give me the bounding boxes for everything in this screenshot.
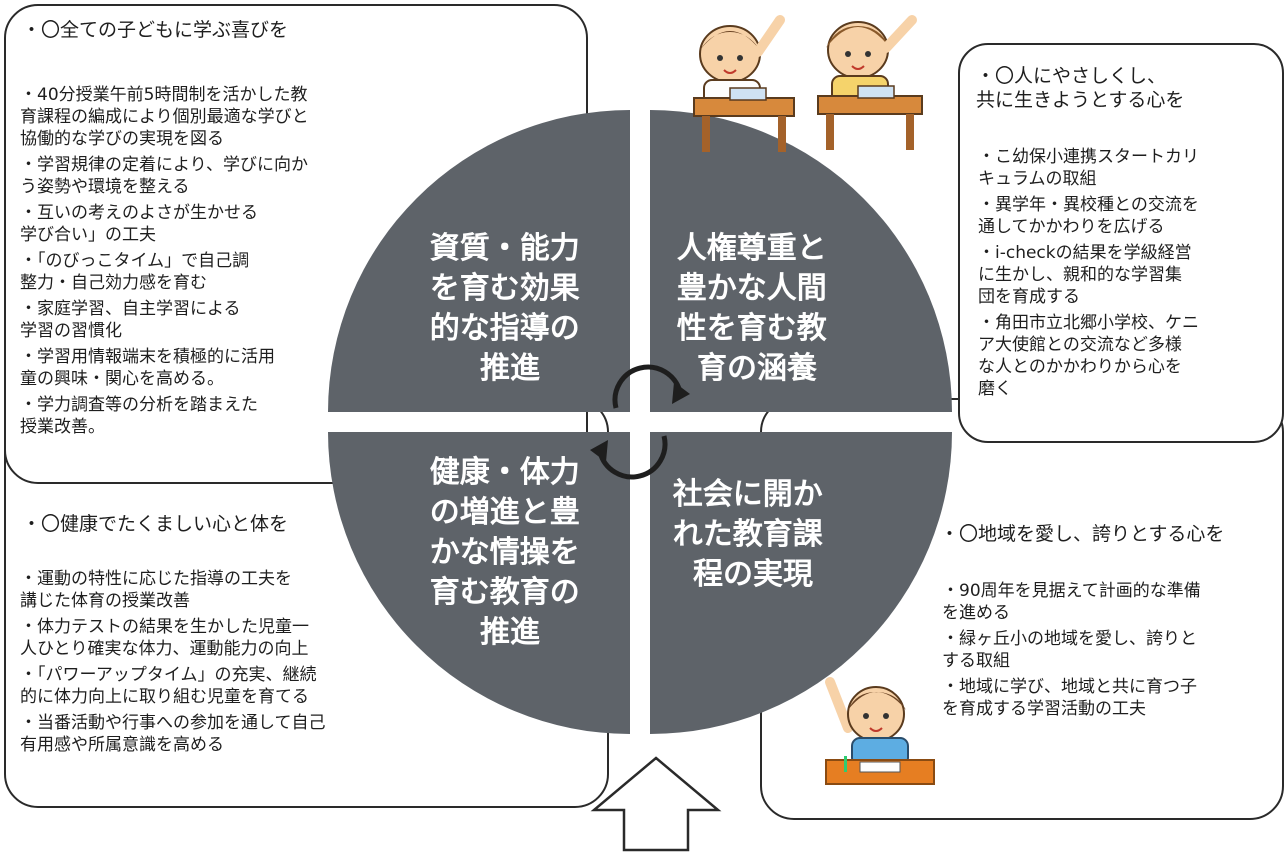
list-item: ・「のびっこタイム」で自己調 整力・自己効力感を育む [20, 251, 250, 293]
arrowhead-icon [672, 382, 690, 404]
quadrant-bottom-left-text: 健康・体力 の増進と豊 かな情操を 育む教育の 推進 [430, 455, 590, 650]
arrowhead-icon [590, 440, 608, 462]
top-left-list: ・40分授業午前5時間制を活かした教 育課程の編成により個別最適な学びと 協働的… [20, 84, 410, 442]
list-item: ・運動の特性に応じた指導の工夫を 講じた体育の授業改善 [20, 569, 292, 611]
list-item: ・体力テストの結果を生かした児童一 人ひとり確実な体力、運動能力の向上 [20, 617, 309, 659]
cycle-arrows-icon [597, 364, 683, 480]
children-raising-hands-at-desks-icon [693, 15, 923, 152]
list-item: ・角田市立北郷小学校、ケニ ア大使館との交流など多様 な人とのかかわりから心を … [978, 313, 1199, 399]
list-item: ・i-checkの結果を学級経営 に生かし、親和的な学習集 団を育成する [978, 243, 1192, 307]
top-right-panel [958, 43, 1284, 443]
child-raising-hand-studying-icon [825, 677, 935, 785]
list-item: ・学習規律の定着により、学びに向か う姿勢や環境を整える [20, 155, 308, 197]
up-arrow-icon [590, 756, 722, 852]
list-item: ・異学年・異校種との交流を 通してかかわりを広げる [978, 195, 1199, 237]
list-item: ・当番活動や行事への参加を通して自己 有用感や所属意識を高める [20, 713, 326, 755]
list-item: ・緑ヶ丘小の地域を愛し、誇りと する取組 [942, 629, 1197, 671]
quadrant-top-right [650, 110, 952, 412]
list-item: ・学習用情報端末を積極的に活用 童の興味・関心を高める。 [20, 347, 275, 389]
list-item: ・家庭学習、自主学習による 学習の習慣化 [20, 299, 241, 341]
quadrant-top-left-text: 資質・能力 を育む効果 的な指導の 推進 [430, 231, 590, 386]
list-item: ・互いの考えのよさが生かせる 学び合い」の工夫 [20, 203, 258, 245]
bottom-right-heading: ・〇地域を愛し、誇りとする心を [940, 523, 1225, 545]
top-right-list: ・こ幼保小連携スタートカリ キュラムの取組 ・異学年・異校種との交流を 通してか… [978, 146, 1274, 404]
list-item: ・90周年を見据えて計画的な準備 を進める [942, 581, 1201, 623]
quadrant-bottom-right [650, 432, 952, 734]
bottom-right-list: ・90周年を見据えて計画的な準備 を進める ・緑ヶ丘小の地域を愛し、誇りと する… [942, 580, 1272, 724]
bottom-left-heading: ・〇健康でたくましい心と体を [22, 513, 289, 535]
top-left-heading: ・〇全ての子どもに学ぶ喜びを [22, 19, 289, 41]
quadrant-bottom-left [328, 432, 630, 734]
bottom-left-list: ・運動の特性に応じた指導の工夫を 講じた体育の授業改善 ・体力テストの結果を生か… [20, 568, 440, 760]
quadrant-top-right-text: 人権尊重と 豊かな人間 性を育む教 育の涵養 [677, 231, 837, 386]
list-item: ・地域に学び、地域と共に育つ子 を育成する学習活動の工夫 [942, 677, 1197, 719]
quadrant-top-left [328, 110, 630, 412]
top-right-heading: ・〇人にやさしくし、 共に生きようとする心を [976, 65, 1185, 111]
list-item: ・学力調査等の分析を踏まえた 授業改善。 [20, 395, 258, 437]
quadrant-bottom-right-text: 社会に開か れた教育課 程の実現 [673, 477, 833, 592]
list-item: ・40分授業午前5時間制を活かした教 育課程の編成により個別最適な学びと 協働的… [20, 85, 309, 149]
list-item: ・こ幼保小連携スタートカリ キュラムの取組 [978, 147, 1199, 189]
list-item: ・「パワーアップタイム」の充実、継続 的に体力向上に取り組む児童を育てる [20, 665, 317, 707]
